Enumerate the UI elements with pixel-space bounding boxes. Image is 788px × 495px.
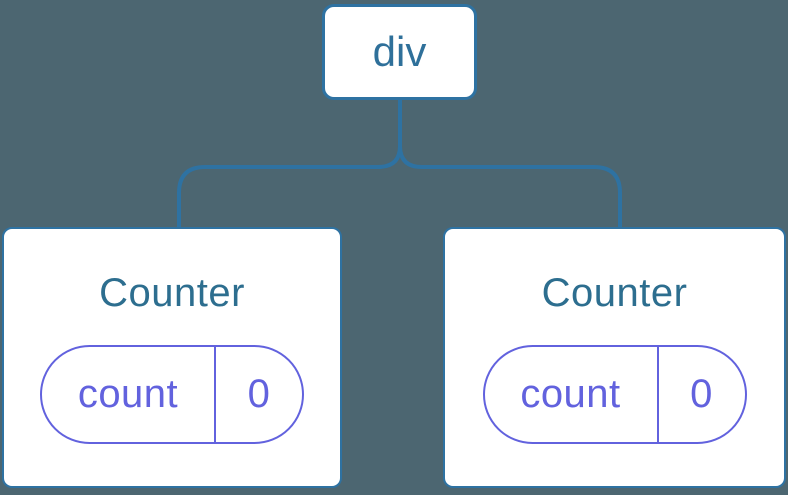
state-pill: count 0 — [40, 345, 304, 444]
state-value: 0 — [247, 372, 271, 416]
node-counter-right: Counter count 0 — [443, 227, 786, 488]
node-div-label: div — [372, 28, 427, 75]
state-value: 0 — [690, 372, 713, 416]
state-pill: count 0 — [482, 345, 747, 444]
node-counter-left: Counter count 0 — [2, 227, 342, 488]
component-title: Counter — [541, 271, 688, 315]
connector-left-branch — [177, 100, 402, 229]
state-name: count — [42, 347, 216, 442]
component-title: Counter — [99, 271, 245, 315]
node-div: div — [322, 4, 477, 100]
state-name: count — [485, 347, 659, 442]
connector-right-branch — [398, 100, 622, 229]
